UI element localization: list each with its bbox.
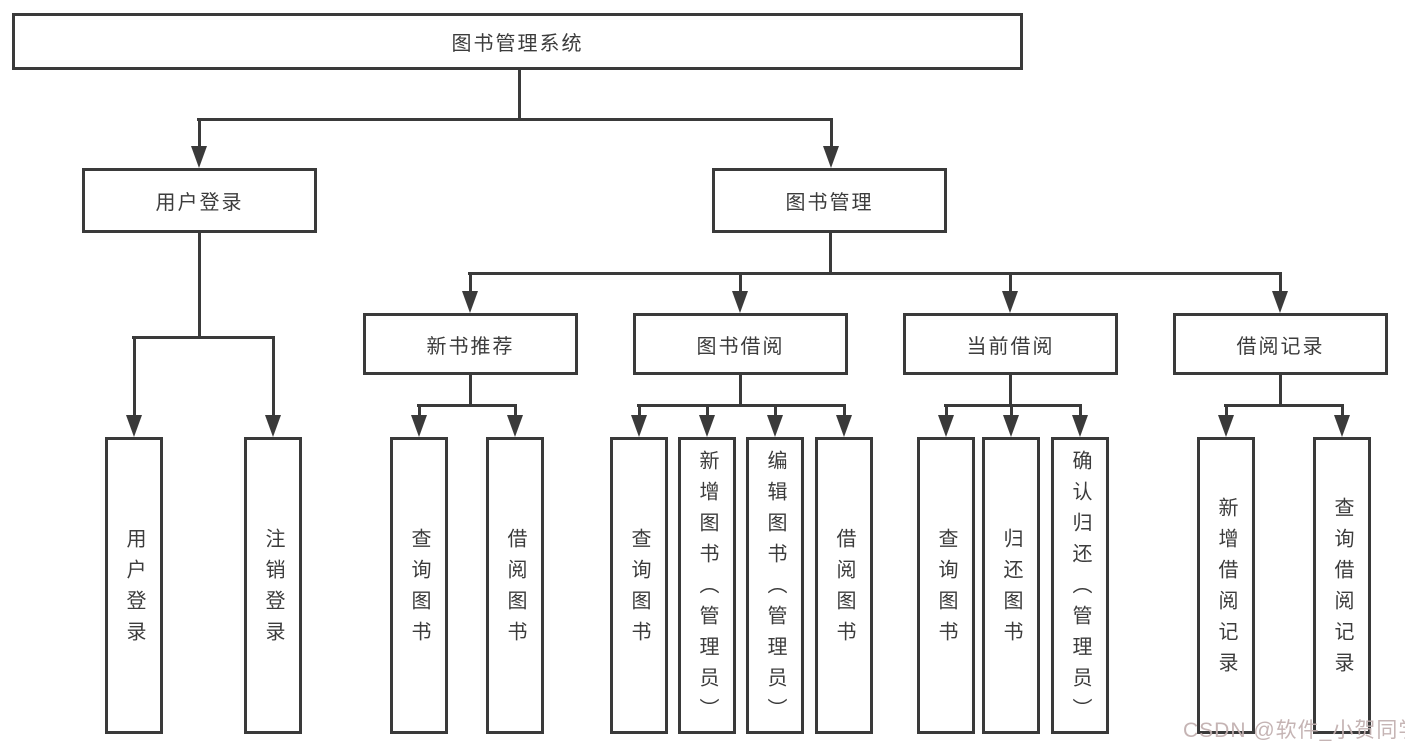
arrow-down-icon — [191, 146, 207, 168]
leaf-bb-query-books: 查询图书 — [610, 437, 668, 734]
node-book-borrow: 图书借阅 — [633, 313, 848, 375]
node-new-book-rec: 新书推荐 — [363, 313, 578, 375]
connector-line — [638, 404, 641, 420]
connector-line — [1341, 404, 1344, 420]
connector-line — [417, 404, 517, 407]
leaf-logout: 注销登录 — [244, 437, 302, 734]
node-book-mgmt: 图书管理 — [712, 168, 947, 233]
leaf-user-login: 用户登录 — [105, 437, 163, 734]
watermark: CSDN @软件_小贺同学 — [1183, 719, 1405, 742]
arrow-down-icon — [265, 415, 281, 437]
connector-line — [1279, 375, 1282, 406]
connector-line — [1225, 404, 1228, 420]
connector-line — [829, 233, 832, 275]
connector-line — [944, 404, 1082, 407]
connector-line — [418, 404, 421, 420]
connector-line — [945, 404, 948, 420]
connector-line — [1279, 272, 1282, 296]
connector-line — [1224, 404, 1344, 407]
connector-line — [1009, 272, 1012, 296]
arrow-down-icon — [938, 415, 954, 437]
arrow-down-icon — [1218, 415, 1234, 437]
connector-line — [518, 70, 521, 120]
arrow-down-icon — [1272, 291, 1288, 313]
arrow-down-icon — [836, 415, 852, 437]
arrow-down-icon — [631, 415, 647, 437]
connector-line — [468, 272, 1282, 275]
node-user-login: 用户登录 — [82, 168, 317, 233]
arrow-down-icon — [462, 291, 478, 313]
connector-line — [514, 404, 517, 420]
connector-line — [197, 118, 833, 121]
connector-line — [1010, 404, 1013, 420]
leaf-query-borrow-record: 查询借阅记录 — [1313, 437, 1371, 734]
connector-line — [843, 404, 846, 420]
connector-line — [469, 375, 472, 406]
node-current-borrow: 当前借阅 — [903, 313, 1118, 375]
arrow-down-icon — [411, 415, 427, 437]
arrow-down-icon — [1003, 415, 1019, 437]
arrow-down-icon — [1002, 291, 1018, 313]
connector-line — [1009, 375, 1012, 406]
leaf-add-borrow-record: 新增借阅记录 — [1197, 437, 1255, 734]
connector-line — [272, 336, 275, 420]
arrow-down-icon — [823, 146, 839, 168]
arrow-down-icon — [1334, 415, 1350, 437]
arrow-down-icon — [1072, 415, 1088, 437]
connector-line — [469, 272, 472, 296]
connector-line — [133, 336, 136, 420]
connector-line — [198, 118, 201, 150]
node-root: 图书管理系统 — [12, 13, 1023, 70]
connector-line — [739, 375, 742, 406]
connector-line — [637, 404, 846, 407]
connector-line — [739, 272, 742, 296]
leaf-bb-borrow-books: 借阅图书 — [815, 437, 873, 734]
connector-line — [132, 336, 275, 339]
leaf-bb-edit-book-admin: 编辑图书（管理员） — [746, 437, 804, 734]
connector-line — [706, 404, 709, 420]
leaf-cb-query-books: 查询图书 — [917, 437, 975, 734]
leaf-cb-confirm-return-admin: 确认归还（管理员） — [1051, 437, 1109, 734]
arrow-down-icon — [767, 415, 783, 437]
leaf-rec-query-books: 查询图书 — [390, 437, 448, 734]
connector-line — [830, 118, 833, 150]
leaf-cb-return-book: 归还图书 — [982, 437, 1040, 734]
node-borrow-records: 借阅记录 — [1173, 313, 1388, 375]
connector-line — [774, 404, 777, 420]
arrow-down-icon — [126, 415, 142, 437]
connector-line — [1079, 404, 1082, 420]
leaf-bb-add-book-admin: 新增图书（管理员） — [678, 437, 736, 734]
arrow-down-icon — [507, 415, 523, 437]
arrow-down-icon — [732, 291, 748, 313]
connector-line — [198, 233, 201, 339]
leaf-rec-borrow-books: 借阅图书 — [486, 437, 544, 734]
arrow-down-icon — [699, 415, 715, 437]
